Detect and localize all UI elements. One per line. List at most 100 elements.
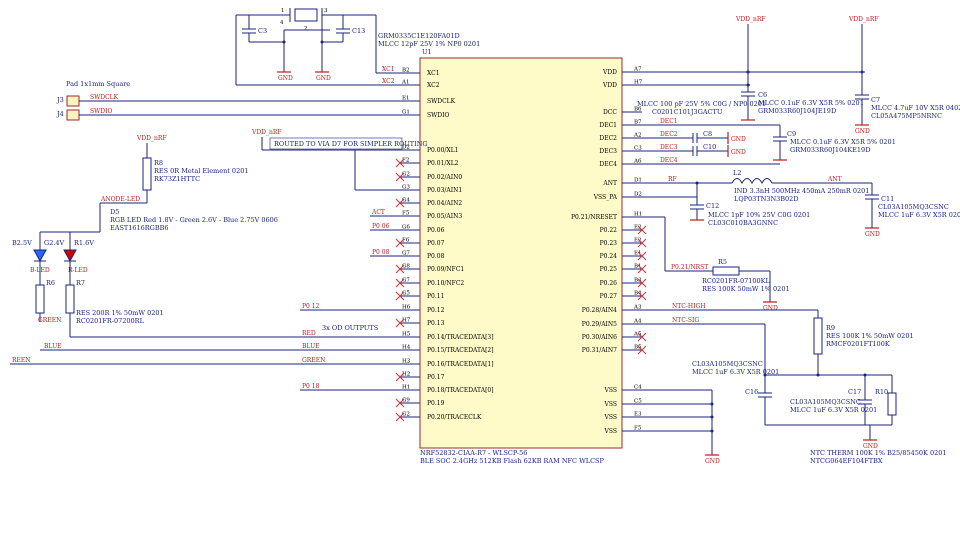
pin-number: E2	[634, 238, 642, 244]
pin-name: VDD	[602, 69, 617, 76]
led-section: VDD_nRF R8 RES 0R Metal Element 0201 RK7…	[12, 135, 278, 337]
c11-part: CL03A105MQ3CSNC	[878, 203, 949, 211]
pin-number: A7	[633, 67, 642, 73]
r9-ref: R9	[826, 324, 835, 332]
pin-number: C5	[634, 399, 642, 405]
led-r-voltage: R1.6V	[74, 239, 94, 247]
l2-desc: IND 3.3nH 500MHz 450mA 250mR 0201	[734, 187, 869, 195]
c17-desc: MLCC 1uF 6.3V X5R 0201	[790, 406, 877, 414]
pin-name: P0.10/NFC2	[427, 280, 464, 287]
pin-name: P0.21/NRESET	[571, 214, 617, 221]
net-blue-left: BLUE	[44, 343, 62, 350]
net-dec2: DEC2	[660, 131, 678, 138]
c7-part: CL05A475MP5NRNC	[871, 112, 942, 120]
r6-ref: R6	[46, 279, 55, 287]
pin-number: A1	[401, 80, 409, 86]
c12-desc: MLCC 1pF 10% 25V C0G 0201	[708, 211, 810, 219]
svg-text:GND: GND	[763, 305, 778, 312]
j4-pad	[66, 109, 80, 121]
pin-number: G2	[402, 172, 410, 178]
net-green: GREEN	[302, 357, 325, 364]
pin-name: DCC	[603, 109, 617, 116]
d5-ref: D5	[110, 208, 119, 216]
gnd-symbol: GND	[315, 71, 331, 82]
pin-name: P0.11	[427, 293, 444, 300]
pin-number: F6	[402, 238, 410, 244]
pin-number: B1	[634, 264, 642, 270]
svg-text:GND: GND	[865, 231, 880, 238]
net-xc2: XC2	[382, 78, 395, 85]
pin-name: P0.09/NFC1	[427, 266, 464, 273]
net-anode: ANODE-LED	[100, 196, 140, 203]
ic-right-pins: A7VDDH7VDDB6DCCB7DEC1A2DEC2C3DEC3A6DEC4D…	[571, 67, 647, 435]
d5-part: EAST1616RGBB6	[110, 224, 169, 232]
r9-resistor	[813, 317, 823, 355]
pin-name: ANT	[602, 180, 617, 187]
pin-number: H3	[402, 359, 411, 365]
r8-ref: R8	[154, 159, 163, 167]
pin-number: F5	[634, 426, 642, 432]
pin-name: VSS	[604, 387, 617, 394]
pin-name: P0.04/AIN2	[427, 200, 462, 207]
pin-number: G4	[402, 198, 410, 204]
pin-number: F5	[402, 211, 410, 217]
c16-part: CL03A105MQ3CSNC	[692, 360, 763, 368]
net-green-led: GREEN	[38, 317, 61, 324]
c6-desc: MLCC 0.1uF 6.3V X5R 5% 0201	[758, 99, 864, 107]
net-ant: ANT	[827, 176, 842, 183]
pin-number: B7	[634, 120, 642, 126]
r5-ref: R5	[718, 258, 727, 266]
net-p008: P0 08	[372, 249, 390, 256]
j3-pad	[66, 95, 80, 107]
pin-name: P0.18/TRACEDATA[0]	[427, 387, 494, 394]
r8-resistor	[142, 157, 152, 191]
pin-number: H6	[402, 305, 411, 311]
pin-name: DEC1	[599, 122, 617, 129]
nrf52832-chip	[419, 57, 623, 449]
pin-name: VDD	[602, 82, 617, 89]
svg-text:GND: GND	[855, 128, 870, 135]
crystal-body	[294, 8, 318, 22]
vdd-led: VDD_nRF	[136, 135, 167, 142]
vdd-label-2: VDD_nRF	[848, 16, 879, 23]
pin-name: XC2	[427, 82, 440, 89]
od-note: 3x OD OUTPUTS	[322, 324, 378, 332]
c13-label: C13	[352, 27, 365, 35]
pin-number: H1	[634, 212, 642, 218]
r7-part: RC0201FR-07200RL	[76, 317, 145, 325]
pin-name: P0.28/AIN4	[582, 307, 617, 314]
c6-ref: C6	[758, 91, 767, 99]
left-nets: VDD_nRF ROUTED TO VIA D7 FOR SIMPLER ROU…	[10, 129, 428, 391]
pin-name: P0.14/TRACEDATA[3]	[427, 334, 494, 341]
c11-ref: C11	[881, 195, 894, 203]
pin-number: A6	[633, 159, 642, 165]
pin-number: D1	[634, 178, 642, 184]
c7-ref: C7	[871, 96, 880, 104]
pin-name: SWDCLK	[427, 98, 456, 105]
pin-number: D2	[402, 145, 410, 151]
dcc-cap-part: C0201C101J3GACTU	[652, 108, 723, 116]
pin-name: P0.15/TRACEDATA[2]	[427, 347, 494, 354]
net-act: ACT	[371, 209, 385, 216]
pin-number: G7	[402, 251, 410, 257]
pin-number: H1	[402, 385, 410, 391]
pin-name: DEC2	[599, 135, 617, 142]
c6-part: GRM033R60J104JE19D	[758, 107, 836, 115]
pin-number: C4	[634, 385, 642, 391]
pin-number: A2	[633, 133, 641, 139]
pin-number: H5	[402, 332, 411, 338]
swd-connectors: Pad 1x1mm Square J3 J4 SWDCLK SWDIO	[56, 80, 420, 121]
pin-number: G6	[402, 225, 410, 231]
l2-inductor	[731, 178, 773, 185]
pin-number: B5	[634, 345, 642, 351]
pin-name: P0.12	[427, 307, 445, 314]
pin-name: DEC4	[599, 161, 617, 168]
r7-resistor	[65, 284, 75, 314]
pin-name: P0.13	[427, 320, 445, 327]
